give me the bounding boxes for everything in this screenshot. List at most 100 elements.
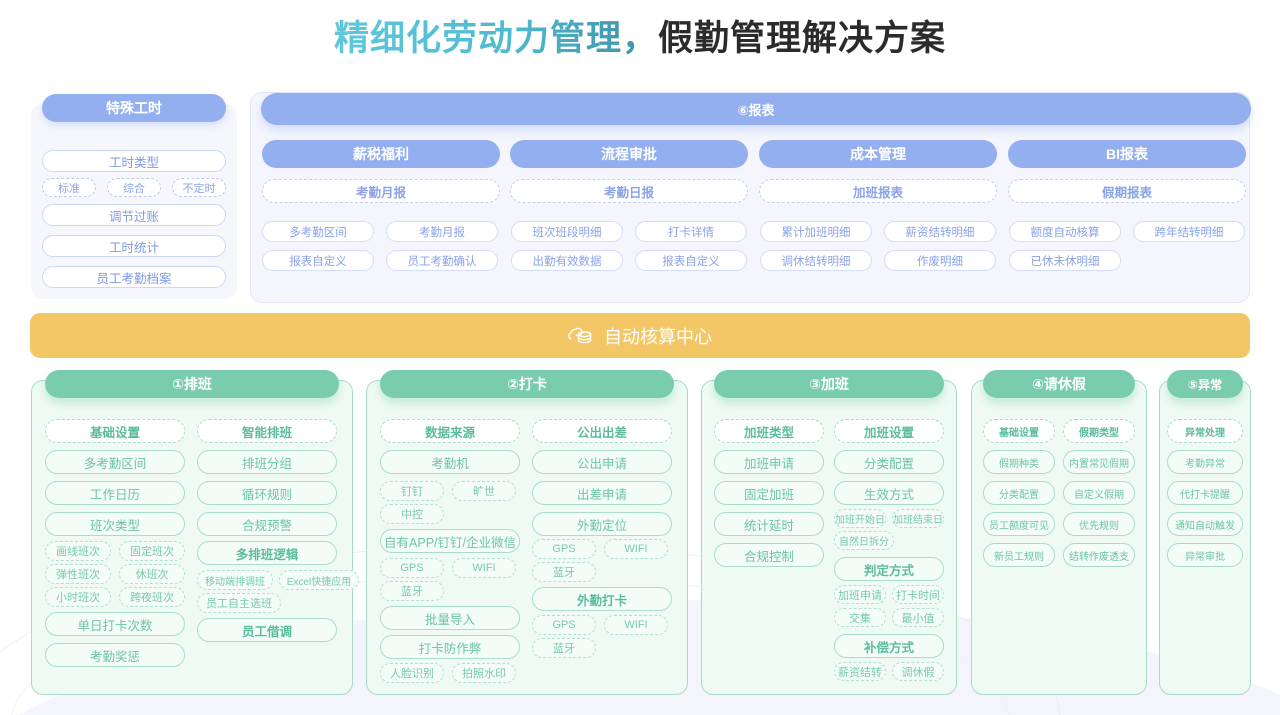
report-tag[interactable]: 出勤有效数据 [511,250,623,271]
special-item-hour-stats[interactable]: 工时统计 [42,235,226,257]
clock-gps-1[interactable]: GPS [380,558,444,578]
sched-cycle-rule[interactable]: 循环规则 [197,481,337,505]
exc-attendance[interactable]: 考勤异常 [1167,450,1243,474]
ot-judgment-method[interactable]: 判定方式 [834,557,944,581]
sched-basic-settings[interactable]: 基础设置 [45,419,185,443]
leave-priority-rule[interactable]: 优先规则 [1063,512,1135,536]
special-type-standard[interactable]: 标准 [42,178,96,197]
sched-shift-hourly[interactable]: 小时班次 [45,587,111,607]
ot-category-config[interactable]: 分类配置 [834,450,944,474]
clock-bluetooth-2[interactable]: 蓝牙 [532,562,596,582]
sched-shift-rest[interactable]: 休班次 [119,564,185,584]
special-item-adjust-posting[interactable]: 调节过账 [42,204,226,226]
ot-compliance-control[interactable]: 合规控制 [714,543,824,567]
report-tag[interactable]: 打卡详情 [635,221,747,242]
ot-judge-request[interactable]: 加班申请 [834,585,886,604]
leave-new-employee-rule[interactable]: 新员工规则 [983,543,1055,567]
special-item-work-hour-type[interactable]: 工时类型 [42,150,226,172]
clock-bluetooth-1[interactable]: 蓝牙 [380,581,444,601]
exc-approval[interactable]: 异常审批 [1167,543,1243,567]
clock-field-location[interactable]: 外勤定位 [532,512,672,536]
sched-group[interactable]: 排班分组 [197,450,337,474]
report-tag[interactable]: 调休结转明细 [760,250,872,271]
clock-wifi-3[interactable]: WIFI [604,615,668,635]
clock-anti-cheat[interactable]: 打卡防作弊 [380,635,520,659]
clock-gps-2[interactable]: GPS [532,539,596,559]
sched-shift-line[interactable]: 画线班次 [45,541,111,561]
ot-comp-leave[interactable]: 调休假 [892,662,944,681]
sched-daily-punch-count[interactable]: 单日打卡次数 [45,612,185,636]
leave-quota-visible[interactable]: 员工额度可见 [983,512,1055,536]
report-tag[interactable]: 跨年结转明细 [1133,221,1245,242]
report-col-head-cost[interactable]: 成本管理 [759,140,997,168]
sched-multi-logic[interactable]: 多排班逻辑 [197,541,337,565]
report-tag[interactable]: 累计加班明细 [760,221,872,242]
clock-dingtalk[interactable]: 钉钉 [380,481,444,501]
leave-builtin-common[interactable]: 内置常见假期 [1063,450,1135,474]
report-tag[interactable]: 薪资结转明细 [884,221,996,242]
sched-attendance-reward[interactable]: 考勤奖惩 [45,643,185,667]
report-tag[interactable]: 已休未休明细 [1009,250,1121,271]
sched-self-select[interactable]: 员工自主选班 [197,593,281,613]
report-sub-monthly[interactable]: 考勤月报 [262,179,500,203]
report-tag[interactable]: 报表自定义 [635,250,747,271]
sched-shift-type[interactable]: 班次类型 [45,512,185,536]
leave-custom[interactable]: 自定义假期 [1063,481,1135,505]
report-col-head-payroll[interactable]: 薪税福利 [262,140,500,168]
leave-type[interactable]: 假期类型 [1063,419,1135,443]
clock-bluetooth-3[interactable]: 蓝牙 [532,638,596,658]
clock-data-source[interactable]: 数据来源 [380,419,520,443]
ot-natural-day-split[interactable]: 自然日拆分 [834,531,894,550]
sched-shift-flexible[interactable]: 弹性班次 [45,564,111,584]
ot-effective-method[interactable]: 生效方式 [834,481,944,505]
clock-gps-3[interactable]: GPS [532,615,596,635]
ot-request[interactable]: 加班申请 [714,450,824,474]
ot-judge-intersection[interactable]: 交集 [834,608,886,627]
ot-comp-salary[interactable]: 薪资结转 [834,662,886,681]
clock-device[interactable]: 考勤机 [380,450,520,474]
clock-batch-import[interactable]: 批量导入 [380,606,520,630]
clock-outing-request[interactable]: 公出申请 [532,450,672,474]
ot-judge-punch-time[interactable]: 打卡时间 [892,585,944,604]
sched-multi-attendance-range[interactable]: 多考勤区间 [45,450,185,474]
clock-own-app[interactable]: 自有APP/钉钉/企业微信 [380,529,520,553]
ot-settings[interactable]: 加班设置 [834,419,944,443]
ot-judge-min[interactable]: 最小值 [892,608,944,627]
exc-handling[interactable]: 异常处理 [1167,419,1243,443]
ot-type[interactable]: 加班类型 [714,419,824,443]
report-tag[interactable]: 员工考勤确认 [386,250,498,271]
ot-end-day[interactable]: 加班结束日 [892,509,944,528]
report-tag[interactable]: 额度自动核算 [1009,221,1121,242]
exc-auto-notify[interactable]: 通知自动触发 [1167,512,1243,536]
clock-zkteco[interactable]: 中控 [380,504,444,524]
leave-kind[interactable]: 假期种类 [983,450,1055,474]
clock-field-punch[interactable]: 外勤打卡 [532,587,672,611]
clock-face-recognition[interactable]: 人脸识别 [380,663,444,683]
report-col-head-bi[interactable]: BI报表 [1008,140,1246,168]
report-tag[interactable]: 班次班段明细 [511,221,623,242]
sched-shift-fixed[interactable]: 固定班次 [119,541,185,561]
clock-trip-request[interactable]: 出差申请 [532,481,672,505]
report-col-head-approval[interactable]: 流程审批 [510,140,748,168]
report-tag[interactable]: 报表自定义 [262,250,374,271]
report-tag[interactable]: 多考勤区间 [262,221,374,242]
ot-start-day[interactable]: 加班开始日 [834,509,886,528]
leave-basic-settings[interactable]: 基础设置 [983,419,1055,443]
clock-megvii[interactable]: 旷世 [452,481,516,501]
report-sub-daily[interactable]: 考勤日报 [510,179,748,203]
report-tag[interactable]: 考勤月报 [386,221,498,242]
clock-photo-watermark[interactable]: 拍照水印 [452,663,516,683]
special-type-flexible[interactable]: 不定时 [172,178,226,197]
sched-work-calendar[interactable]: 工作日历 [45,481,185,505]
clock-wifi-1[interactable]: WIFI [452,558,516,578]
clock-wifi-2[interactable]: WIFI [604,539,668,559]
report-tag[interactable]: 作废明细 [884,250,996,271]
leave-carryover-void[interactable]: 结转作废透支 [1063,543,1135,567]
report-sub-leave[interactable]: 假期报表 [1008,179,1246,203]
sched-compliance-alert[interactable]: 合规预警 [197,512,337,536]
special-type-comprehensive[interactable]: 综合 [107,178,161,197]
leave-category-config[interactable]: 分类配置 [983,481,1055,505]
ot-fixed[interactable]: 固定加班 [714,481,824,505]
ot-compensation-method[interactable]: 补偿方式 [834,634,944,658]
exc-proxy-punch-alert[interactable]: 代打卡提醒 [1167,481,1243,505]
